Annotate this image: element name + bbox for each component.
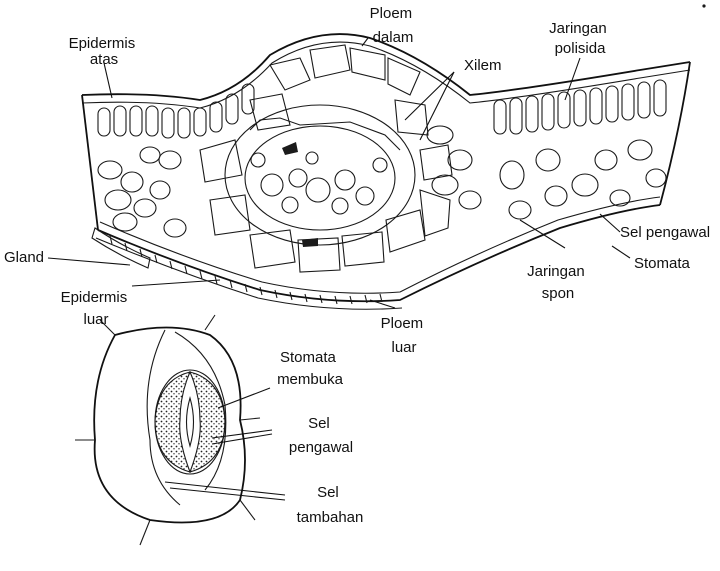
guard-cell-left [155, 372, 190, 472]
stomata-detail [75, 315, 260, 545]
label-sel-tambahan: Sel tambahan [297, 484, 364, 526]
label-sel-pengawal-detail: Sel pengawal [289, 415, 353, 456]
spongy-cells [98, 126, 666, 237]
label-xilem: Xilem [464, 57, 502, 74]
label-jaringan-spon: Jaringan spon [527, 263, 589, 302]
label-jaringan-polisida: Jaringan polisida [549, 20, 611, 57]
label-sel-pengawal: Sel pengawal [620, 224, 710, 241]
label-epidermis-atas: Epidermis atas [69, 35, 140, 68]
label-ploem-dalam: Ploem dalam [370, 5, 417, 46]
palisade-left [98, 84, 254, 138]
label-stomata-membuka: Stomata membuka [277, 349, 344, 388]
label-stomata: Stomata [634, 255, 691, 272]
midrib-parenchyma [200, 45, 452, 272]
leaf-cross-section [82, 34, 690, 309]
stoma-pore [187, 398, 194, 446]
label-epidermis-luar: Epidermis luar [61, 289, 132, 328]
label-gland: Gland [4, 249, 44, 266]
speck [702, 4, 705, 7]
lower-epidermis [98, 205, 660, 301]
labels: Epidermis atas Ploem dalam Xilem Jaringa… [4, 5, 710, 526]
label-ploem-luar: Ploem luar [381, 315, 428, 356]
